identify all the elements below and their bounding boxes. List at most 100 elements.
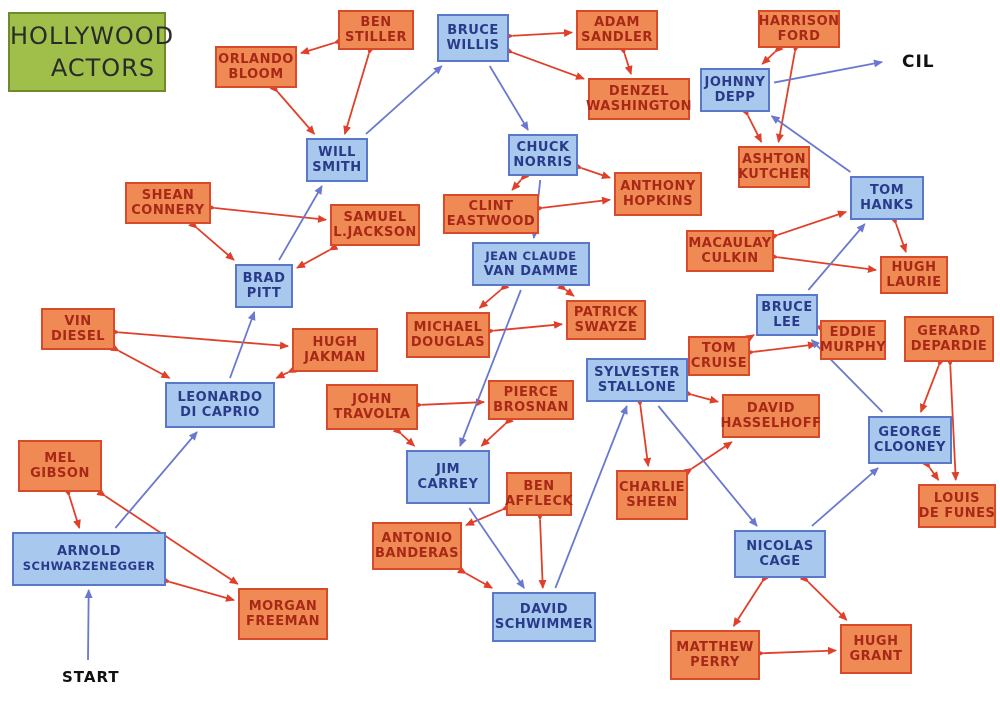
title-line-1: HOLLYWOOD xyxy=(10,22,175,50)
node-label-line: ARNOLD xyxy=(56,544,122,559)
node-label-line: DI CAPRIO xyxy=(180,405,260,420)
node-label-line: TOM xyxy=(869,183,905,198)
start-label: START xyxy=(62,668,120,686)
node-label-line: GERARD xyxy=(917,324,981,339)
node-label-line: SMITH xyxy=(312,160,362,175)
red-edge-samuel-l-jackson-to-brad-pitt xyxy=(296,242,339,269)
node-label-line: CULKIN xyxy=(701,251,759,266)
red-edge-michael-douglas-to-patrick-swayze xyxy=(485,320,563,336)
goal-label: CIL xyxy=(902,52,935,72)
node-label-line: LEONARDO xyxy=(177,390,263,405)
red-edge-jean-claude-van-damme-to-patrick-swayze xyxy=(557,282,575,297)
node-label-line: PITT xyxy=(246,286,282,301)
node-label-line: CAGE xyxy=(759,554,801,569)
node-label-line: ANTHONY xyxy=(620,179,696,194)
red-edge-adam-sandler-to-denzel-washington xyxy=(618,45,633,75)
node-label-line: CHUCK xyxy=(516,140,570,155)
node-label-line: L.JACKSON xyxy=(333,225,417,240)
red-edge-chuck-norris-to-clint-eastwood xyxy=(511,171,530,191)
blue-edge-johnny-depp-to-goal xyxy=(773,59,883,84)
node-label-line: JOHN xyxy=(352,392,392,407)
blue-edge-arnold-schwarzenegger-to-leonardo-di-caprio xyxy=(114,431,198,529)
node-label-line: EASTWOOD xyxy=(446,214,536,229)
blue-edge-sylvester-stallone-to-nicolas-cage xyxy=(657,405,758,527)
node-label-line: PERRY xyxy=(690,655,740,670)
node-label-line: BRUCE xyxy=(447,23,499,38)
node-label-line: HOPKINS xyxy=(622,194,694,209)
red-edge-matthew-perry-to-hugh-grant xyxy=(755,646,837,658)
blue-edge-nicolas-cage-to-george-clooney xyxy=(811,467,879,527)
red-edge-chuck-norris-to-anthony-hopkins xyxy=(573,161,611,179)
node-label-line: TRAVOLTA xyxy=(333,407,411,422)
node-label-line: PATRICK xyxy=(573,305,639,320)
node-label-line: MACAULAY xyxy=(688,236,772,251)
red-edge-macaulay-culkin-to-tom-hanks xyxy=(769,210,847,242)
node-label-line: LAURIE xyxy=(886,275,942,290)
red-edge-ben-stiller-to-orlando-bloom xyxy=(300,36,343,55)
node-label-line: DENZEL xyxy=(608,84,670,99)
node-label-line: JIM xyxy=(435,462,461,477)
red-edge-gerard-depardie-to-louis-de-funes xyxy=(945,357,960,481)
red-edge-harrison-ford-to-johnny-depp xyxy=(761,43,784,65)
node-label-line: SYLVESTER xyxy=(594,365,680,380)
node-label-line: AFFLECK xyxy=(504,494,574,509)
node-label-line: BROSNAN xyxy=(493,400,569,415)
node-label-line: LEE xyxy=(773,315,801,330)
red-edge-jean-claude-van-damme-to-michael-douglas xyxy=(478,281,510,309)
node-label-line: ASHTON xyxy=(741,152,807,167)
node-label-line: SCHWARZENEGGER xyxy=(22,559,156,573)
node-label-line: NICOLAS xyxy=(746,539,814,554)
blue-edge-bruce-lee-to-tom-hanks xyxy=(807,223,866,291)
red-edge-john-travolta-to-pierce-brosnan xyxy=(413,398,485,410)
node-label-line: TOM xyxy=(701,341,737,356)
red-edge-tom-hanks-to-hugh-laurie xyxy=(889,215,908,253)
node-label-line: SHEAN xyxy=(141,188,195,203)
red-edge-shean-connery-to-brad-pitt xyxy=(188,219,235,261)
red-edge-ben-stiller-to-will-smith xyxy=(343,45,375,135)
node-label-line: BEN xyxy=(360,15,392,30)
red-edge-clint-eastwood-to-anthony-hopkins xyxy=(534,196,611,213)
node-label-line: JAKMAN xyxy=(304,350,366,365)
node-label-line: HUGH xyxy=(891,260,937,275)
node-label-line: GEORGE xyxy=(878,425,942,440)
node-label-line: SWAYZE xyxy=(574,320,638,335)
red-edge-sylvester-stallone-to-charlie-sheen xyxy=(635,397,652,467)
blue-edge-start-to-arnold-schwarzenegger xyxy=(84,589,93,661)
node-label-line: SHEEN xyxy=(626,495,678,510)
node-label-line: DEPARDIE xyxy=(910,339,988,354)
node-label-line: DE FUNES xyxy=(918,506,996,521)
node-label-line: KUTCHER xyxy=(737,167,811,182)
red-edge-antonio-banderas-to-david-schwimmer xyxy=(457,565,493,589)
red-edge-bruce-willis-to-adam-sandler xyxy=(504,28,573,41)
node-label-line: CRUISE xyxy=(690,356,748,371)
node-label-line: ORLANDO xyxy=(218,52,294,67)
node-label-line: SCHWIMMER xyxy=(494,617,594,632)
blue-edge-bruce-willis-to-chuck-norris xyxy=(488,65,529,131)
node-label-line: HARRISON xyxy=(758,14,840,29)
blue-edge-david-schwimmer-to-sylvester-stallone xyxy=(554,405,628,589)
title-box: HOLLYWOOD ACTORS xyxy=(8,12,175,92)
